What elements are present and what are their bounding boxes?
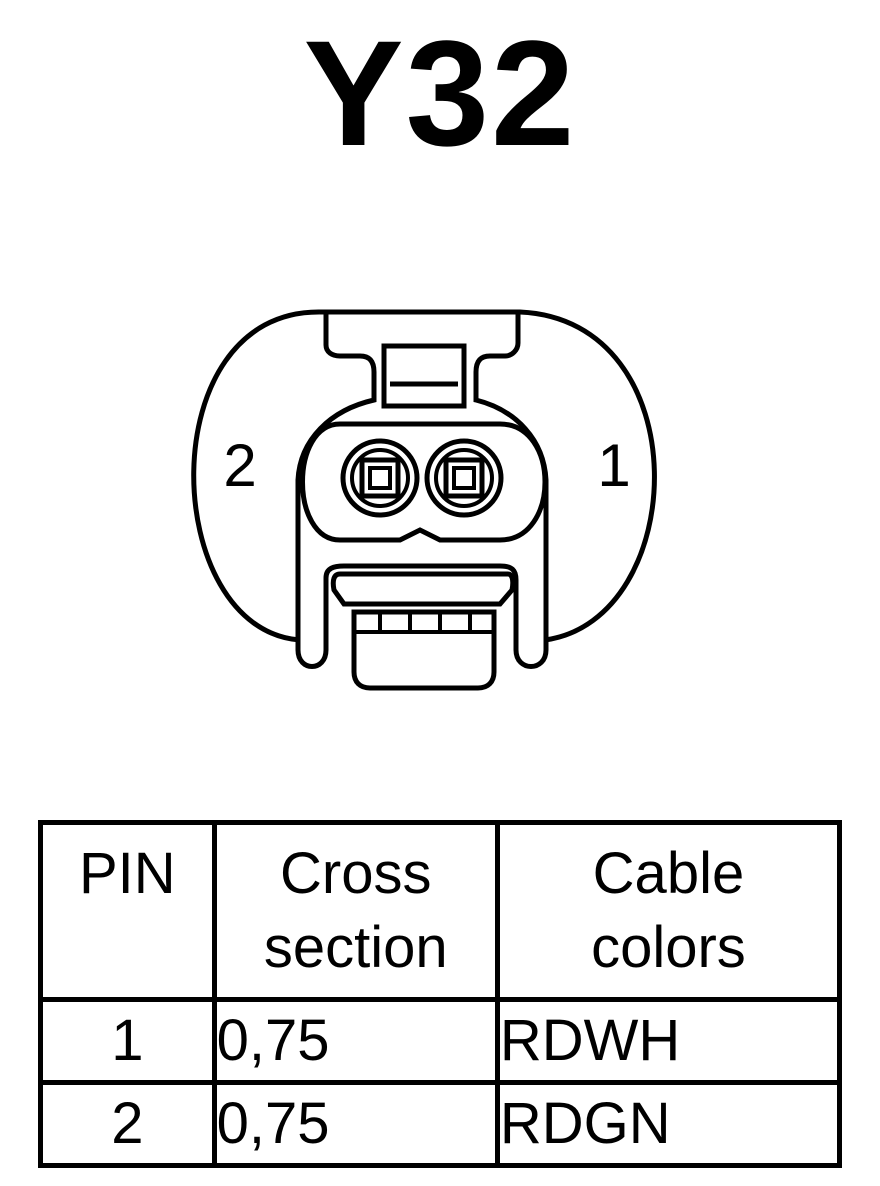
pin-2-socket-outer <box>340 438 420 518</box>
connector-face-drawing: 2 1 <box>191 309 657 691</box>
row-2-cable-color: RDGN <box>494 1080 843 1168</box>
row-2-pin: 2 <box>38 1080 217 1168</box>
pin-1-socket-outer <box>424 438 504 518</box>
latch-window <box>381 343 467 409</box>
row-1-cross-section: 0,75 <box>211 997 500 1085</box>
connector-inner-body <box>295 314 549 669</box>
pin-2-contact <box>359 457 401 499</box>
header-pin-label: PIN <box>78 841 176 906</box>
pin-label-1: 1 <box>597 432 630 499</box>
row-1-pin: 1 <box>38 997 217 1085</box>
contact-carrier <box>300 421 548 543</box>
pin-1-socket-inner <box>434 448 494 508</box>
pin-assignment-table: PIN Cross section Cable colors 1 0,75 RD… <box>38 820 843 1168</box>
header-color-line2: colors <box>591 915 746 980</box>
header-pin: PIN <box>38 820 217 1002</box>
connector-housing-outline <box>191 309 657 643</box>
header-cross-line1: Cross <box>280 841 432 906</box>
header-color-line1: Cable <box>592 841 745 906</box>
table-row: 2 0,75 RDGN <box>38 1080 843 1168</box>
row-2-cross-section: 0,75 <box>211 1080 500 1168</box>
connector-title: Y32 <box>303 9 577 177</box>
header-cross-section: Cross section <box>211 820 500 1002</box>
row-1-cable-color: RDWH <box>494 997 843 1085</box>
header-cross-line2: section <box>263 915 448 980</box>
pin-1-contact <box>443 457 485 499</box>
pin-label-2: 2 <box>223 432 256 499</box>
pin-2-socket-inner <box>350 448 410 508</box>
header-cable-colors: Cable colors <box>494 820 843 1002</box>
table-row: 1 0,75 RDWH <box>38 997 843 1085</box>
bottom-key <box>330 571 516 607</box>
bottom-tab <box>351 609 497 691</box>
table-header-row: PIN Cross section Cable colors <box>38 820 843 1002</box>
